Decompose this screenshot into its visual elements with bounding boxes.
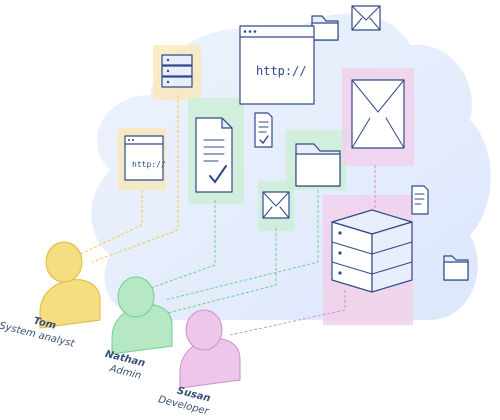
connector-nathan-document [144,200,216,291]
browser-url-large: http:// [256,64,307,78]
user-nathan [111,276,173,355]
folder-icon-large [295,143,341,187]
connector-nathan-envelope [159,228,277,316]
connector-tom-database [91,95,179,263]
folder-icon-top [311,15,339,41]
user-name-tom: Tom [32,316,57,332]
envelope-icon-large [351,79,405,149]
connector-susan-server [229,290,346,336]
document-icon-right [411,185,429,215]
browser-url-small: http:// [132,160,166,169]
user-tom [39,241,101,329]
document-icon-small [254,112,273,148]
browser-window-small: http:// [124,135,166,181]
server-icon [331,209,413,293]
document-icon-large [195,117,233,193]
user-susan [179,309,241,389]
folder-icon-right [443,255,469,281]
connector-lines [71,95,376,336]
connector-nathan-folder [164,190,319,301]
database-icon-small [161,54,193,88]
browser-window-large: http:// [239,25,315,105]
connector-tom-browser [71,190,143,259]
envelope-icon-top [351,5,381,31]
envelope-icon-small [262,191,290,219]
